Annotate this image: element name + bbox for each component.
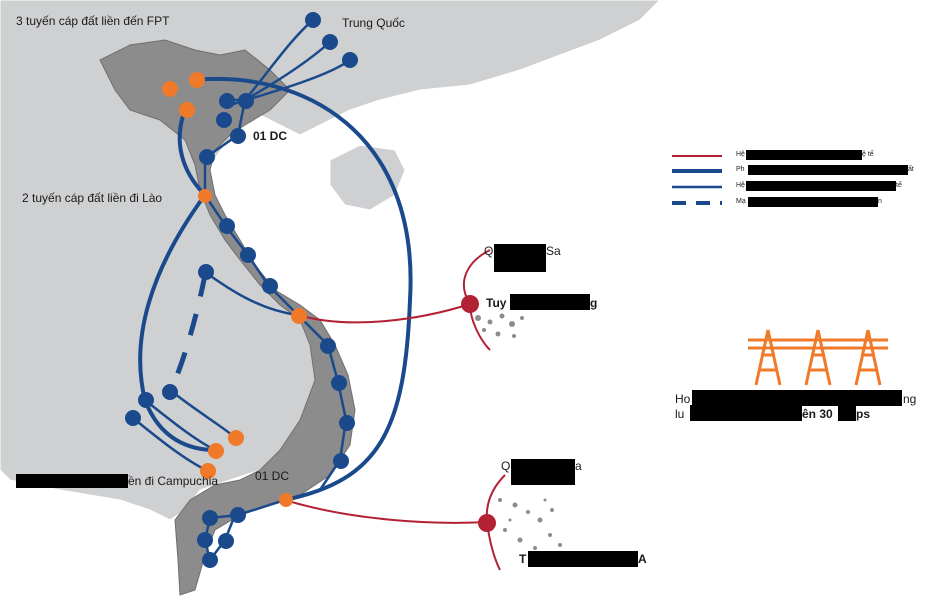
redacted-box [838,405,856,421]
label-dc-north: 01 DC [253,129,288,143]
redacted-box [510,294,590,310]
orange-nodes [162,72,307,507]
power-tower-icon [748,329,888,386]
legend-item-tail: ất [908,166,914,173]
redacted-box [528,551,638,567]
label-spratly: Q [501,459,511,473]
legend-item-label: Ph [736,166,745,173]
redacted-box [748,165,908,175]
legend-lines [672,155,722,205]
planned-cable [167,274,208,394]
legend-item-label: Hệ [736,182,745,189]
label-paracel-tail: Sa [546,244,561,258]
label-tuy: Tuy [486,296,507,310]
redacted-box [746,150,862,160]
blue-nodes [125,12,358,568]
label-spratly-tail: a [575,459,582,473]
label-china: Trung Quốc [342,16,405,30]
redacted-box [748,197,878,207]
redacted-box [746,181,896,191]
backbone-loops [138,77,413,502]
legend-item-tail: n [878,198,882,205]
redacted-box [690,405,802,421]
redacted-box [16,474,128,488]
power-desc-line1-end: ng [903,392,917,406]
label-laos: 2 tuyến cáp đất liền đi Lào [22,191,163,205]
redacted-box [692,390,902,406]
label-t: T [519,552,527,566]
label-fpt-china: 3 tuyến cáp đất liền đến FPT [16,14,170,28]
legend-item-label: Hệ [736,151,745,158]
power-desc-line2-start: lu [675,407,685,421]
label-cambodia: ền đi Campuchia [128,474,219,488]
redacted-box [494,244,546,272]
label-dc-south: 01 DC [255,469,290,483]
land-hainan [329,144,406,211]
island-cluster-spratly [498,498,562,550]
power-desc-line1-start: Ho [675,392,691,406]
island-cluster-paracel [475,313,524,338]
legend-item-label: Mạ [736,198,746,205]
label-paracel: Q [484,244,494,258]
redacted-box [511,459,575,485]
landing-nodes [461,295,496,532]
power-desc-line2-tail: ps [856,407,871,421]
legend-item-tail: ệ tế [862,151,874,158]
legend-item-tail: tế [896,182,902,189]
label-tuy-tail: g [590,296,598,310]
label-t-tail: A [638,552,647,566]
power-desc-line2-end: ên 30 [802,407,833,421]
